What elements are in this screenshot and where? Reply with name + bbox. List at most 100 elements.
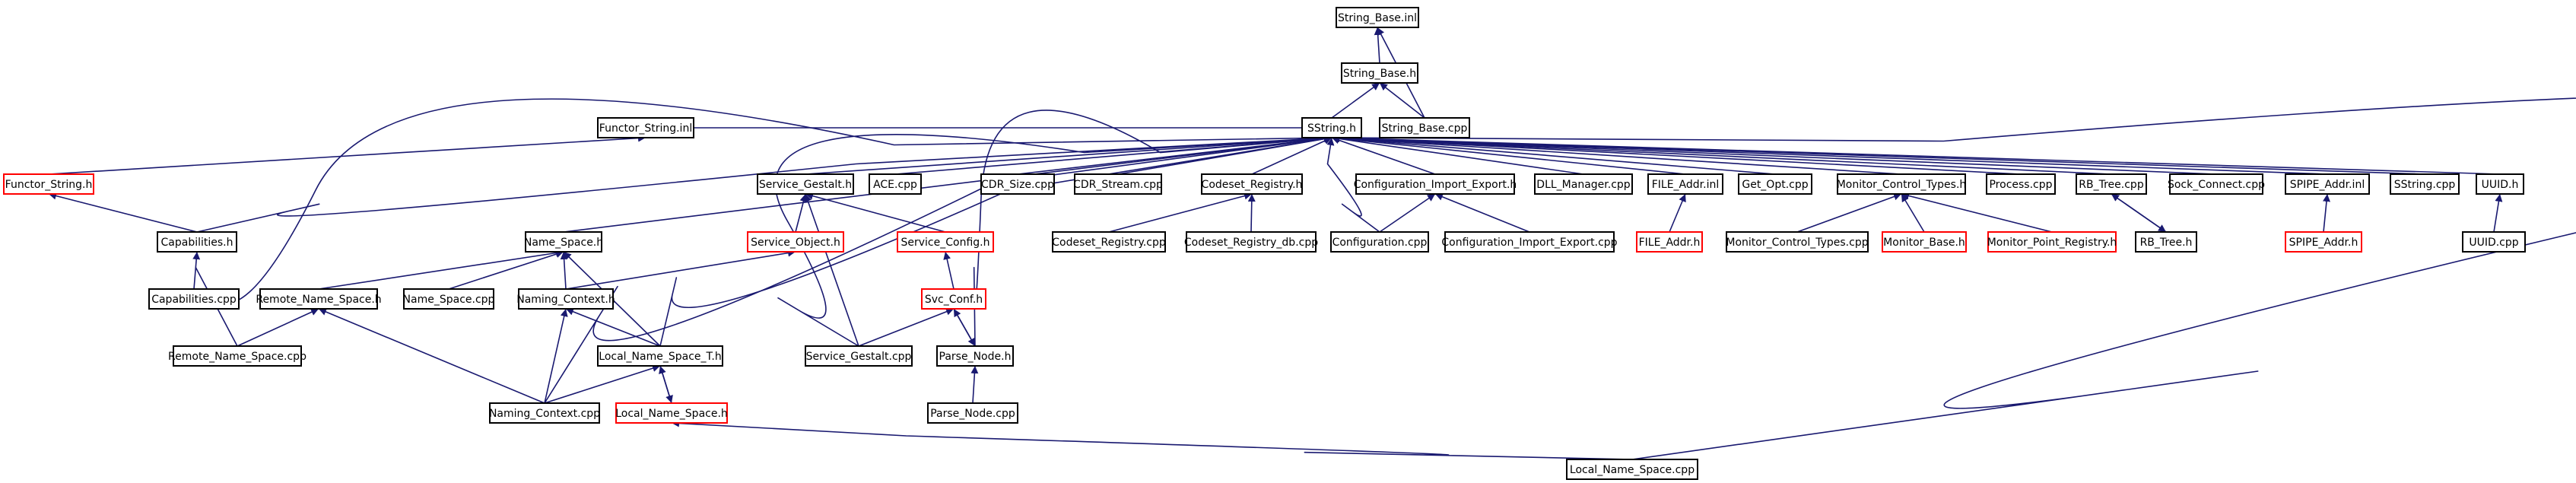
node-box	[615, 402, 728, 424]
node-uuid-cpp[interactable]: UUID.cpp	[2462, 231, 2526, 253]
node-spipe-addr-h[interactable]: SPIPE_Addr.h	[2285, 231, 2362, 253]
node-ace-cpp[interactable]: ACE.cpp	[869, 173, 922, 195]
node-label: Process.cpp	[1989, 179, 2052, 191]
node-uuid-h[interactable]: UUID.h	[2476, 173, 2524, 195]
edge-service-config-h-to-service-gestalt-h	[805, 192, 946, 233]
node-label: SString.cpp	[2394, 179, 2456, 191]
node-file-addr-inl[interactable]: FILE_Addr.inl	[1647, 173, 1723, 195]
node-remote-name-space-h[interactable]: Remote_Name_Space.h	[256, 288, 382, 310]
node-file-addr-h[interactable]: FILE_Addr.h	[1636, 231, 1703, 253]
node-label: Local_Name_Space_T.h	[599, 351, 721, 363]
node-capabilities-cpp[interactable]: Capabilities.cpp	[148, 288, 240, 310]
node-spipe-addr-inl[interactable]: SPIPE_Addr.inl	[2285, 173, 2370, 195]
node-box	[489, 402, 600, 424]
node-label: SPIPE_Addr.h	[2289, 237, 2358, 249]
edge-rb-tree-cpp-to-rb-tree-h	[2111, 193, 2167, 233]
node-label: ACE.cpp	[873, 179, 917, 191]
node-box	[403, 288, 494, 310]
node-string-base-h[interactable]: String_Base.h	[1341, 62, 1418, 84]
node-remote-name-space-cpp[interactable]: Remote_Name_Space.cpp	[168, 345, 307, 367]
node-box	[1534, 173, 1633, 195]
edge-naming-context-cpp-to-remote-name-space-h	[318, 308, 545, 404]
node-sstring-h[interactable]: SString.h	[1301, 117, 1362, 138]
node-dll-manager-cpp[interactable]: DLL_Manager.cpp	[1534, 173, 1633, 195]
node-label: Parse_Node.h	[939, 351, 1012, 363]
node-monitor-point-registry-h[interactable]: Monitor_Point_Registry.h	[1987, 231, 2117, 253]
node-box	[2135, 231, 2197, 253]
node-box	[1186, 231, 1317, 253]
node-box	[2169, 173, 2263, 195]
node-monitor-base-h[interactable]: Monitor_Base.h	[1882, 231, 1967, 253]
node-rb-tree-cpp[interactable]: RB_Tree.cpp	[2076, 173, 2147, 195]
node-sock-connect-cpp[interactable]: Sock_Connect.cpp	[2168, 173, 2265, 195]
node-naming-context-h[interactable]: Naming_Context.h	[516, 288, 615, 310]
node-local-name-space-cpp[interactable]: Local_Name_Space.cpp	[1566, 459, 1698, 480]
node-monitor-control-types-cpp[interactable]: Monitor_Control_Types.cpp	[1726, 231, 1869, 253]
node-configuration-cpp[interactable]: Configuration.cpp	[1330, 231, 1429, 253]
edge-service-gestalt-cpp-to-svc-conf-h	[858, 307, 954, 347]
edge-local-name-space-t-h-to-naming-context-h	[565, 308, 661, 347]
edge-codeset-registry-db-cpp-to-codeset-registry-h	[1247, 193, 1256, 233]
node-cdr-size-cpp[interactable]: CDR_Size.cpp	[980, 173, 1055, 195]
node-functor-string-inl[interactable]: Functor_String.inl	[597, 117, 694, 138]
edge-configuration-cpp-to-config-import-export-h	[1379, 193, 1436, 233]
node-string-base-inl[interactable]: String_Base.inl	[1336, 7, 1419, 28]
node-rb-tree-h[interactable]: RB_Tree.h	[2135, 231, 2197, 253]
edge-monitor-point-registry-h-to-monitor-control-types-h	[1901, 192, 2053, 233]
node-label: FILE_Addr.inl	[1652, 179, 1720, 191]
node-label: Name_Space.cpp	[403, 294, 495, 306]
node-service-gestalt-h[interactable]: Service_Gestalt.h	[757, 173, 854, 195]
edge-config-import-export-cpp-to-config-import-export-h	[1434, 193, 1530, 233]
node-config-import-export-cpp[interactable]: Configuration_Import_Export.cpp	[1441, 231, 1618, 253]
node-box	[1355, 173, 1515, 195]
node-box	[869, 173, 922, 195]
node-box	[936, 345, 1014, 367]
node-box	[980, 173, 1055, 195]
node-box	[921, 288, 986, 310]
edge-name-space-cpp-to-name-space-h	[448, 250, 564, 290]
node-local-name-space-t-h[interactable]: Local_Name_Space_T.h	[597, 345, 723, 367]
node-process-cpp[interactable]: Process.cpp	[1986, 173, 2056, 195]
node-label: Configuration_Import_Export.h	[1354, 179, 1517, 191]
edge-rb-tree-cpp-to-sstring-h	[1331, 134, 2112, 175]
node-name-space-h[interactable]: Name_Space.h	[524, 231, 603, 253]
node-label: Functor_String.h	[5, 179, 93, 191]
node-monitor-control-types-h[interactable]: Monitor_Control_Types.h	[1837, 173, 1967, 195]
node-sstring-cpp[interactable]: SString.cpp	[2390, 173, 2460, 195]
node-cdr-stream-cpp[interactable]: CDR_Stream.cpp	[1073, 173, 1163, 195]
node-service-object-h[interactable]: Service_Object.h	[747, 231, 844, 253]
edge-codeset-registry-cpp-to-codeset-registry-h	[1108, 192, 1253, 233]
node-config-import-export-h[interactable]: Configuration_Import_Export.h	[1354, 173, 1517, 195]
node-label: Monitor_Control_Types.cpp	[1726, 237, 1868, 249]
node-codeset-registry-db-cpp[interactable]: Codeset_Registry_db.cpp	[1184, 231, 1318, 253]
node-svc-conf-h[interactable]: Svc_Conf.h	[921, 288, 986, 310]
node-label: Sock_Connect.cpp	[2168, 179, 2265, 191]
edge-service-gestalt-cpp-to-service-gestalt-h	[804, 193, 859, 347]
node-functor-string-h[interactable]: Functor_String.h	[3, 173, 94, 195]
node-capabilities-h[interactable]: Capabilities.h	[157, 231, 237, 253]
node-local-name-space-h[interactable]: Local_Name_Space.h	[615, 402, 728, 424]
node-parse-node-cpp[interactable]: Parse_Node.cpp	[927, 402, 1018, 424]
node-box	[1301, 117, 1362, 138]
node-label: RB_Tree.cpp	[2079, 179, 2144, 191]
node-parse-node-h[interactable]: Parse_Node.h	[936, 345, 1014, 367]
node-label: SPIPE_Addr.inl	[2290, 179, 2365, 191]
node-box	[757, 173, 854, 195]
node-label: Monitor_Point_Registry.h	[1987, 237, 2117, 249]
edge-spipe-addr-h-to-spipe-addr-inl	[2323, 193, 2330, 233]
node-codeset-registry-h[interactable]: Codeset_Registry.h	[1201, 173, 1303, 195]
edge-string-base-h-to-string-base-inl	[1374, 27, 1382, 64]
edge-local-name-space-cpp-to-local-name-space-h	[671, 419, 1633, 460]
node-string-base-cpp[interactable]: String_Base.cpp	[1379, 117, 1470, 138]
node-label: SString.h	[1307, 122, 1356, 135]
node-box	[1726, 231, 1869, 253]
node-codeset-registry-cpp[interactable]: Codeset_Registry.cpp	[1052, 231, 1166, 253]
node-naming-context-cpp[interactable]: Naming_Context.cpp	[489, 402, 600, 424]
node-service-gestalt-cpp[interactable]: Service_Gestalt.cpp	[805, 345, 913, 367]
node-get-opt-cpp[interactable]: Get_Opt.cpp	[1738, 173, 1812, 195]
node-service-config-h[interactable]: Service_Config.h	[897, 231, 994, 253]
node-name-space-cpp[interactable]: Name_Space.cpp	[403, 288, 495, 310]
node-label: Capabilities.cpp	[151, 294, 237, 306]
node-label: Service_Gestalt.cpp	[806, 351, 912, 363]
